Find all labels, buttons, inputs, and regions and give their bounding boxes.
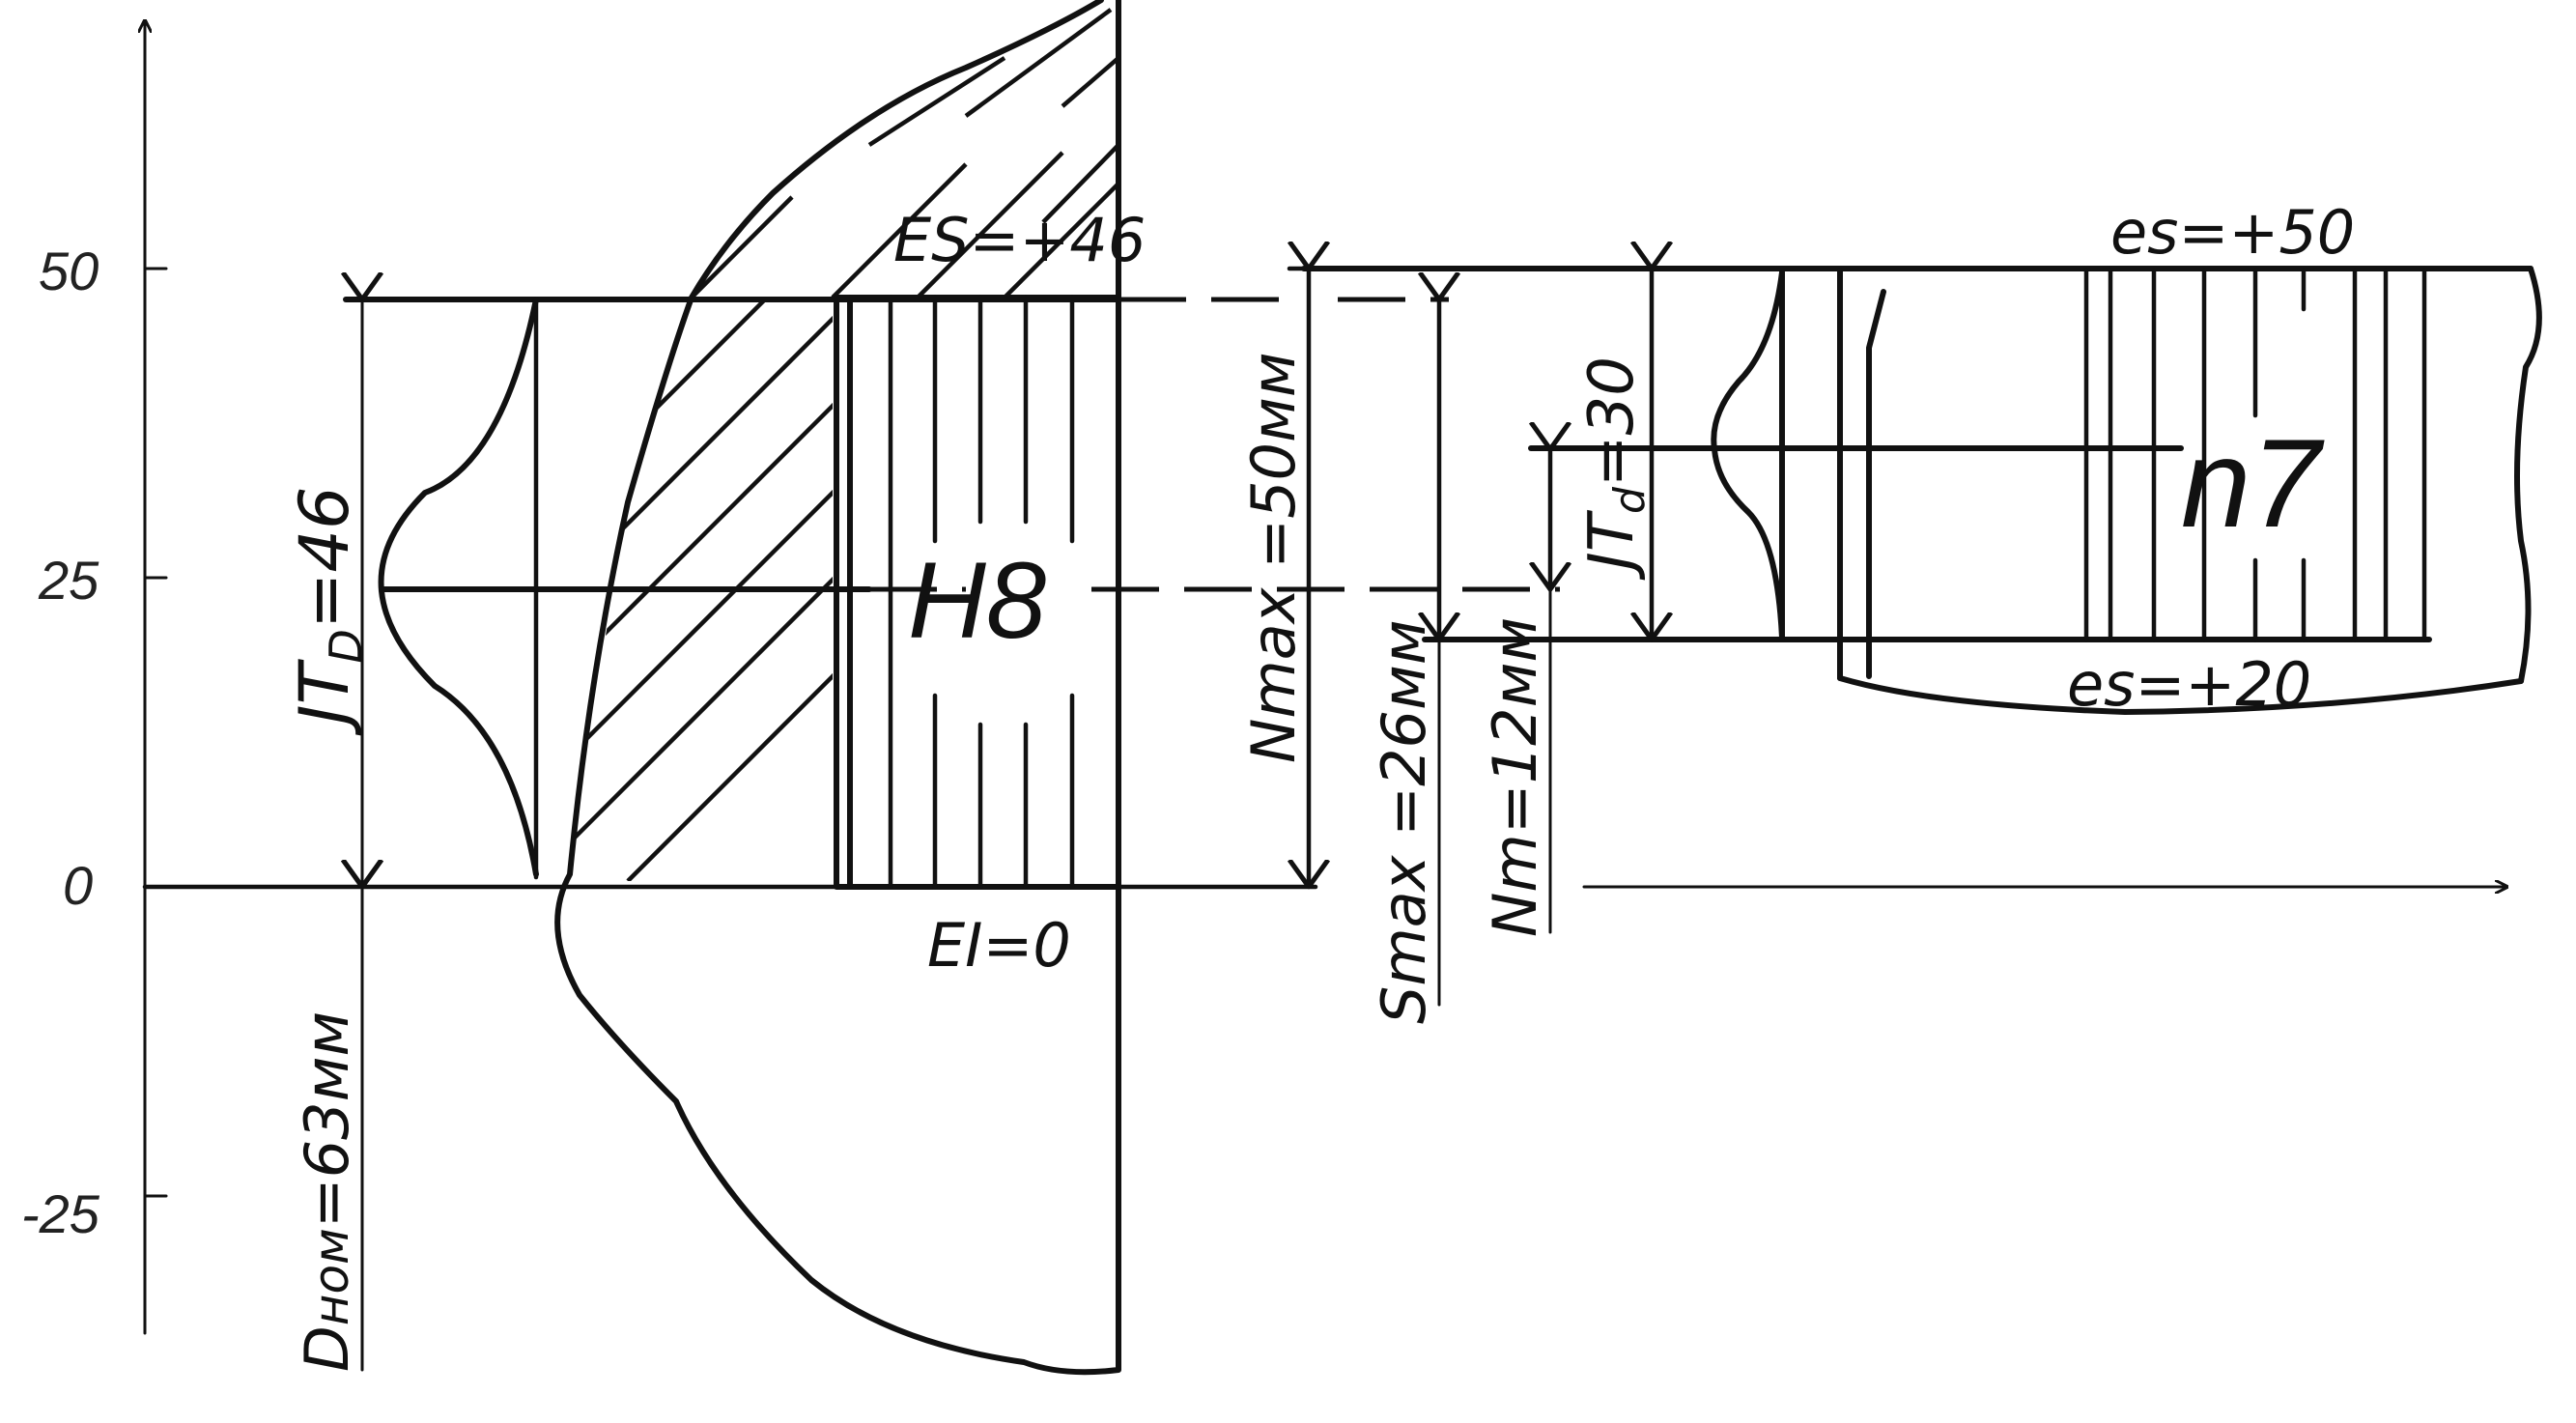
tick-label-50: 50 [39, 241, 99, 301]
hole-lower-deviation: EI=0 [927, 910, 1071, 981]
tick-label-minus25: -25 [21, 1183, 100, 1244]
hole-tolerance-dimension: JTD=46 [285, 299, 372, 887]
smax-label: Smax =26мм [1369, 619, 1439, 1024]
nm-label: Nm=12мм [1480, 617, 1550, 937]
tick-label-0: 0 [63, 855, 93, 916]
nmax-label: Nmax =50мм [1238, 352, 1309, 763]
hole-grade-label: H8 [908, 540, 1046, 661]
hole-upper-deviation: ES=+46 [893, 205, 1146, 275]
shaft-lower-deviation: es=+20 [2067, 649, 2311, 720]
hole-distribution-curve [378, 297, 872, 880]
hole-tolerance-label: JTD=46 [285, 486, 372, 736]
shaft-tolerance-label: JTd=30 [1576, 356, 1655, 581]
hole-part: H8 ES=+46 EI=0 [554, 0, 1146, 1376]
shaft-part: n7 es=+50 es=+20 [1301, 197, 2542, 720]
shaft-grade-label: n7 [2181, 413, 2325, 554]
y-axis: 50 25 0 -25 [21, 21, 168, 1335]
hole-part-outline [554, 0, 1121, 1376]
nominal-dimension: Dном=63мм [292, 887, 362, 1372]
shaft-tolerance-dimension: JTd=30 [1576, 269, 1655, 642]
tick-label-25: 25 [38, 550, 99, 611]
smax-dimension: Smax =26мм [1369, 299, 1439, 1024]
nominal-label: Dном=63мм [292, 1011, 362, 1372]
shaft-upper-deviation: es=+50 [2110, 197, 2355, 268]
nm-dimension: Nm=12мм [1480, 449, 1550, 937]
nmax-dimension: Nmax =50мм [1238, 269, 1336, 890]
